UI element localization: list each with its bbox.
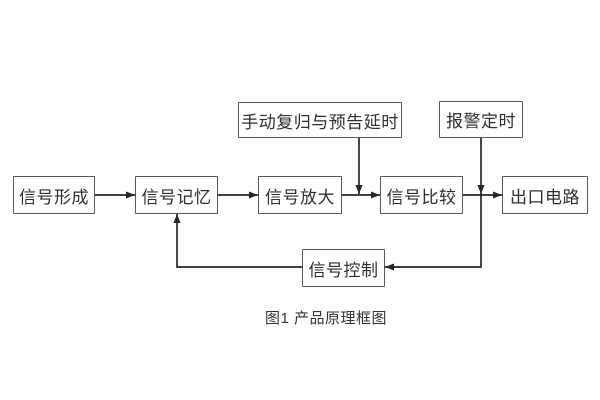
block-alarm-timing-label: 报警定时 bbox=[446, 112, 516, 131]
block-signal-amplify-label: 信号放大 bbox=[265, 187, 335, 207]
block-signal-control: 信号控制 bbox=[302, 249, 385, 287]
arrow-control-to-memory bbox=[173, 214, 302, 268]
figure-caption: 图1 产品原理框图 bbox=[264, 310, 387, 327]
block-signal-compare: 信号比较 bbox=[380, 176, 463, 214]
block-signal-forming: 信号形成 bbox=[13, 176, 95, 214]
block-output-circuit: 出口电路 bbox=[502, 176, 588, 214]
block-signal-memory-label: 信号记忆 bbox=[141, 187, 212, 207]
block-manual-reset-delay: 手动复归与预告延时 bbox=[238, 102, 402, 138]
arrow-junction-to-control bbox=[385, 193, 482, 271]
block-signal-amplify: 信号放大 bbox=[258, 176, 342, 214]
block-signal-forming-label: 信号形成 bbox=[19, 187, 89, 207]
block-signal-compare-label: 信号比较 bbox=[386, 187, 457, 207]
block-output-circuit-label: 出口电路 bbox=[510, 187, 580, 207]
block-signal-memory: 信号记忆 bbox=[135, 176, 218, 214]
block-manual-reset-delay-label: 手动复归与预告延时 bbox=[241, 112, 399, 132]
block-signal-control-label: 信号控制 bbox=[308, 260, 379, 280]
block-alarm-timing: 报警定时 bbox=[439, 101, 523, 138]
